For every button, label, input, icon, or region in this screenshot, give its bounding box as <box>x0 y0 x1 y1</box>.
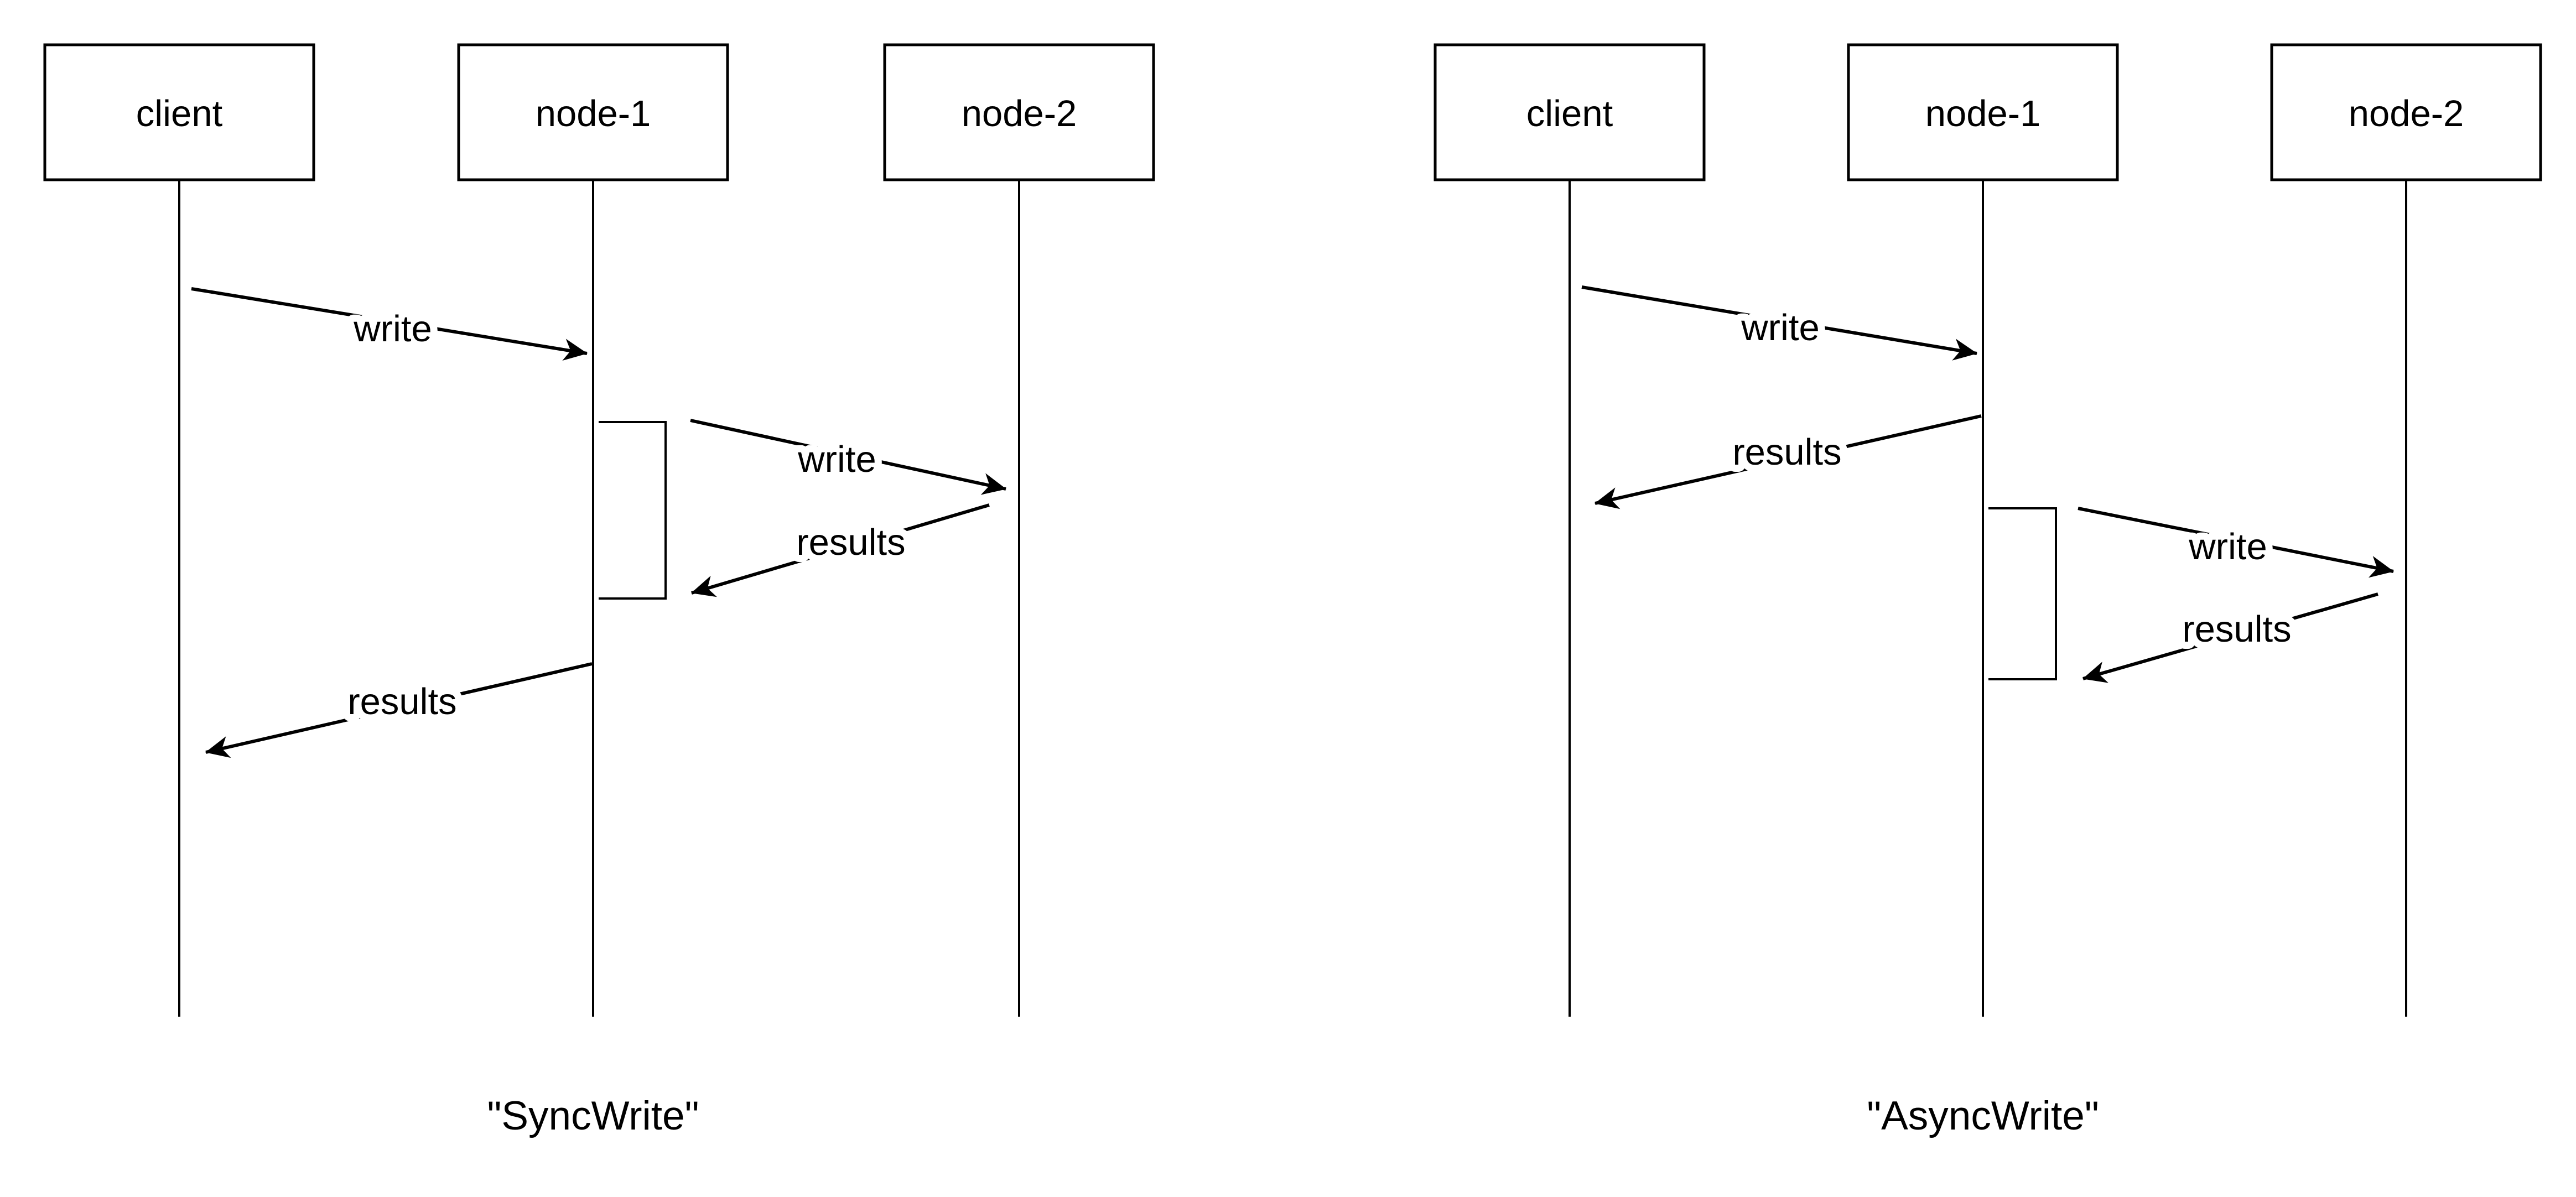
actor-box <box>457 43 729 181</box>
message-line <box>1595 414 1982 509</box>
message-label: write <box>353 308 432 350</box>
actor-node-1: node-1 <box>457 43 729 181</box>
message-write-client-to-node-1: write <box>191 287 588 361</box>
message-label: write <box>797 439 876 480</box>
actor-box <box>43 43 315 181</box>
message-line <box>191 287 588 361</box>
diagram-caption: "AsyncWrite" <box>1867 1094 2099 1138</box>
message-write-node-1-to-node-2: write <box>690 419 1006 495</box>
actor-label: node-2 <box>962 93 1077 134</box>
actor-box <box>1847 43 2119 181</box>
message-line <box>2078 507 2394 578</box>
activation-box-node-1 <box>1988 507 2057 680</box>
actor-node-2: node-2 <box>883 43 1155 181</box>
message-write-client-to-node-1: write <box>1581 285 1977 361</box>
actor-node-2: node-2 <box>2270 43 2542 181</box>
actor-node-1: node-1 <box>1847 43 2119 181</box>
message-label: results <box>347 681 456 722</box>
message-write-node-1-to-node-2: write <box>2078 507 2394 578</box>
actor-label: node-2 <box>2349 93 2464 134</box>
actor-label: client <box>1526 93 1613 134</box>
activation-box-node-1 <box>599 421 667 600</box>
actor-box <box>883 43 1155 181</box>
message-results-node-1-to-client: results <box>1595 414 1982 509</box>
actor-box <box>2270 43 2542 181</box>
message-label: results <box>1732 431 1841 473</box>
message-line <box>2082 592 2378 683</box>
actor-label: node-1 <box>536 93 651 134</box>
message-line <box>205 662 593 758</box>
message-results-node-1-to-client: results <box>205 662 593 758</box>
message-line <box>690 419 1006 495</box>
message-line <box>691 503 990 597</box>
message-label: write <box>1741 307 1819 348</box>
actor-label: node-1 <box>1925 93 2041 134</box>
message-results-node-2-to-node-1: results <box>2082 592 2378 683</box>
diagram-syncwrite: client node-1 node-2 write write results <box>43 43 1155 1138</box>
message-label: results <box>2182 608 2291 650</box>
message-label: write <box>2188 526 2267 568</box>
diagram-asyncwrite: client node-1 node-2 write results write <box>1434 43 2542 1138</box>
message-line <box>1581 285 1977 361</box>
actor-box <box>1434 43 1706 181</box>
actor-label: client <box>136 93 223 134</box>
message-label: results <box>796 522 905 563</box>
diagram-caption: "SyncWrite" <box>487 1094 699 1138</box>
actor-client: client <box>43 43 315 181</box>
message-results-node-2-to-node-1: results <box>691 503 990 597</box>
actor-client: client <box>1434 43 1706 181</box>
